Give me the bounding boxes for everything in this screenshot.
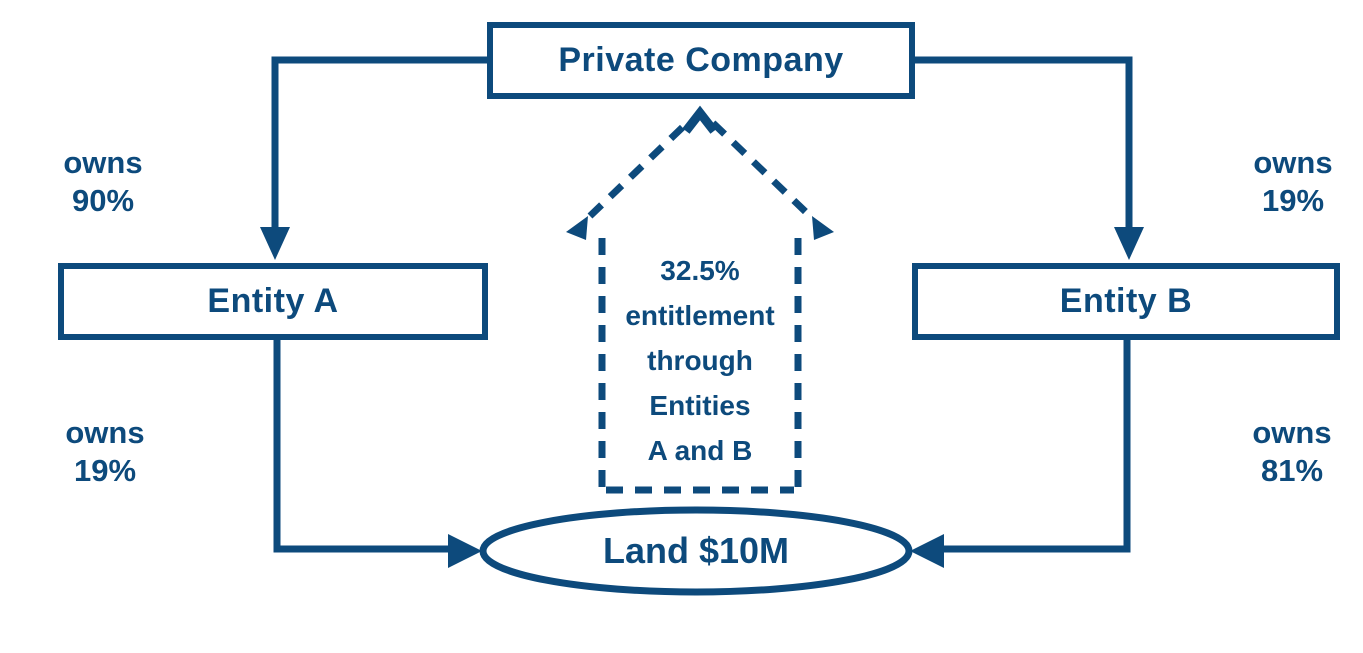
connector-pc-to-entity-a [260, 56, 487, 260]
entitlement-line: Entities [649, 390, 751, 421]
node-entity-b-label: Entity B [1059, 282, 1193, 320]
owns-percent: 90% [71, 183, 135, 218]
node-entity-a: Entity A [58, 263, 488, 340]
owns-percent: 19% [73, 453, 137, 488]
entitlement-line: 32.5% [660, 255, 740, 286]
owns-word: owns [63, 145, 143, 180]
arrow-down-icon [1114, 227, 1144, 260]
node-entity-b: Entity B [912, 263, 1340, 340]
land-label-text: Land $10M [602, 530, 790, 571]
node-land-ellipse [479, 506, 913, 596]
entitlement-line: entitlement [625, 300, 775, 331]
owns-word: owns [1253, 145, 1333, 180]
owns-word: owns [65, 415, 145, 450]
owns-percent: 19% [1261, 183, 1325, 218]
label-entity-a-owns-land: owns 19% [35, 414, 175, 490]
owns-percent: 81% [1260, 453, 1324, 488]
arrow-down-icon [260, 227, 290, 260]
node-entity-a-label: Entity A [207, 282, 339, 320]
node-private-company: Private Company [487, 22, 915, 99]
arrow-right-icon [448, 534, 482, 568]
connector-pc-to-entity-b [915, 56, 1144, 260]
arrow-down-left-icon [566, 216, 588, 240]
arrow-left-icon [910, 534, 944, 568]
label-pc-owns-entity-a: owns 90% [33, 144, 173, 220]
connector-entity-b-to-land [910, 340, 1131, 568]
arrow-down-right-icon [812, 216, 834, 240]
label-entity-b-owns-land: owns 81% [1222, 414, 1362, 490]
label-entitlement: 32.5% entitlement through Entities A and… [600, 248, 800, 473]
node-private-company-label: Private Company [558, 41, 844, 79]
entitlement-dashed-up-arrow [566, 105, 834, 494]
entitlement-line: through [647, 345, 753, 376]
owns-word: owns [1252, 415, 1332, 450]
arrow-up-icon [682, 105, 718, 134]
label-pc-owns-entity-b: owns 19% [1223, 144, 1363, 220]
entitlement-line: A and B [647, 435, 753, 466]
connector-entity-a-to-land [273, 340, 482, 568]
node-land-label: Land $10M [483, 530, 909, 572]
